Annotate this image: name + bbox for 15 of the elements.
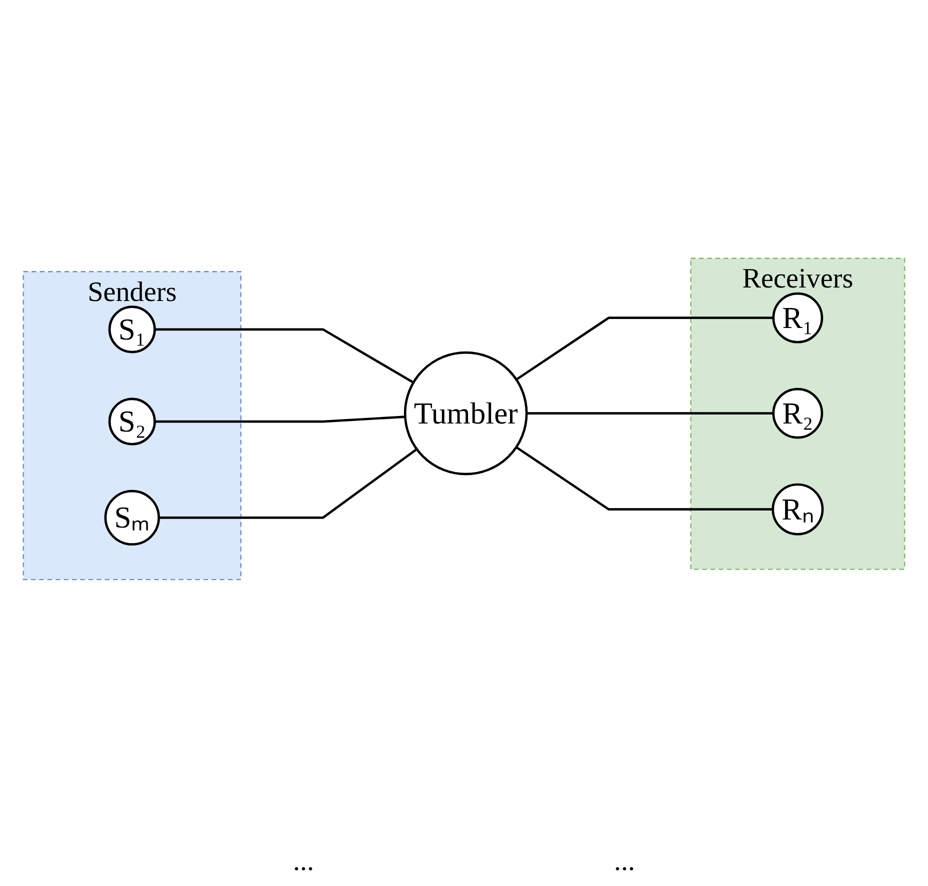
connector (516, 316, 774, 381)
ellipsis-text: ... (293, 846, 314, 878)
node-circle: Rₙ (772, 483, 824, 536)
connector (154, 328, 414, 384)
ellipsis-text: ... (614, 846, 635, 878)
node-circle: Sₘ (104, 490, 160, 546)
node-circle: S₂ (108, 398, 156, 446)
node-circle: Tumbler (404, 351, 528, 476)
connector (154, 416, 406, 423)
connector (158, 448, 418, 519)
connector (526, 412, 774, 415)
node-circle: R₂ (772, 388, 824, 439)
node-circle: S₁ (108, 306, 156, 354)
connector (516, 446, 773, 511)
node-circle: R₁ (772, 292, 824, 344)
